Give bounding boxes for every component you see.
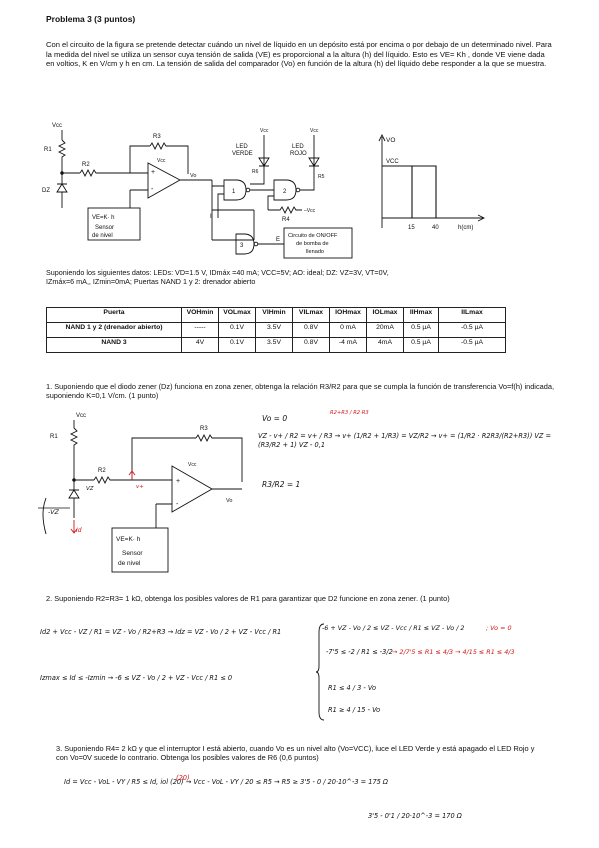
svg-text:VO: VO <box>386 137 395 144</box>
q2-hw-line-1: Id2 + Vcc - VZ / R1 = VZ - Vo / R2+R3 → … <box>40 628 282 636</box>
svg-text:Vcc: Vcc <box>188 462 197 468</box>
svg-text:-: - <box>151 186 154 193</box>
svg-text:DZ: DZ <box>42 188 50 194</box>
given-data: Suponiendo los siguientes datos: LEDs: V… <box>46 268 389 287</box>
resistor-r2 <box>79 168 130 178</box>
sensor-box <box>87 207 141 241</box>
svg-text:v+: v+ <box>136 484 144 490</box>
vcc-label: Vcc <box>52 123 62 129</box>
opamp <box>147 162 181 199</box>
resistor-r1 <box>57 139 67 173</box>
main-circuit-diagram: Vcc R1 R2 DZ R3 + - Vcc Vo VE=K· h Senso… <box>42 123 353 259</box>
q2-hw-line-3: -6 + VZ - Vo / 2 ≤ VZ - Vcc / R1 ≤ VZ - … <box>322 624 465 632</box>
svg-text:R2: R2 <box>82 162 90 168</box>
problem-title: Problema 3 (3 puntos) <box>46 14 136 24</box>
question-1: 1. Suponiendo que el diodo zener (Dz) fu… <box>46 382 555 400</box>
hysteresis-graph: VO VCC 15 40 h(cm) <box>378 133 486 231</box>
question-2: 2. Suponiendo R2=R3= 1 kΩ, obtenga los p… <box>46 594 450 603</box>
q2-brace <box>316 623 325 721</box>
svg-text:Id: Id <box>76 527 82 534</box>
svg-text:E: E <box>276 237 280 243</box>
q3-hw-line-1: Id = Vcc - VoL - VY / R5 ≤ Id, iol (20) … <box>64 778 388 786</box>
table-row: NAND 3 4V 0.1V 3.5V 0.8V -4 mA 4mA 0.5 µ… <box>46 337 506 353</box>
pump-circuit-box <box>283 227 353 259</box>
q2-hw-red-1: ; Vo = 0 <box>486 624 512 632</box>
q2-hw-line-6: R1 ≥ 4 / 15 - Vo <box>328 706 381 714</box>
svg-text:VERDE: VERDE <box>232 151 253 157</box>
svg-text:–Vcc: –Vcc <box>304 208 316 214</box>
svg-text:Vo: Vo <box>190 173 196 179</box>
resistor-r3 <box>149 141 189 174</box>
svg-text:LED: LED <box>292 144 304 150</box>
svg-text:R3: R3 <box>200 426 208 432</box>
svg-text:+: + <box>151 169 155 176</box>
svg-text:R3: R3 <box>153 134 161 140</box>
svg-text:+: + <box>176 478 180 485</box>
q1-hw-line-2: VZ - v+ / R2 = v+ / R3 → v+ (1/R2 + 1/R3… <box>258 432 552 449</box>
svg-text:Vcc: Vcc <box>157 158 166 164</box>
problem-intro: Con el circuito de la figura se pretende… <box>46 40 552 69</box>
svg-text:Vcc: Vcc <box>310 128 319 134</box>
resistor-r4 <box>268 205 302 215</box>
table-header-row: Puerta VOHmin VOLmax VIHmin VILmax IOHma… <box>46 307 506 323</box>
q3-hw-red: (20) <box>176 774 190 782</box>
svg-text:R5: R5 <box>318 174 325 180</box>
q1-hw-red: R2+R3 / R2·R3 <box>330 410 369 416</box>
svg-text:2: 2 <box>283 189 287 195</box>
q1-hw-line-3: R3/R2 = 1 <box>262 480 301 489</box>
svg-text:de nivel: de nivel <box>118 560 141 567</box>
svg-text:-VZ: -VZ <box>48 508 60 516</box>
nand-specs-table: Puerta VOHmin VOLmax VIHmin VILmax IOHma… <box>46 307 506 353</box>
svg-text:R6: R6 <box>252 169 259 175</box>
led-red <box>308 154 320 167</box>
question-3: 3. Suponiendo R4= 2 kΩ y que el interrup… <box>56 744 535 762</box>
q2-hw-line-5: R1 ≤ 4 / 3 - Vo <box>328 684 377 692</box>
svg-text:1: 1 <box>232 189 236 195</box>
q1-hw-line-1: Vo = 0 <box>262 414 288 423</box>
svg-text:VE=K· h: VE=K· h <box>92 215 115 221</box>
zener-dz <box>56 183 68 193</box>
svg-text:VCC: VCC <box>386 159 399 165</box>
q2-hw-line-4: -7'5 ≤ -2 / R1 ≤ -3/2 <box>326 648 393 656</box>
svg-text:-: - <box>176 501 179 508</box>
svg-text:R1: R1 <box>50 434 58 440</box>
svg-text:R4: R4 <box>282 217 290 223</box>
svg-text:R2: R2 <box>98 468 106 474</box>
svg-text:de nivel: de nivel <box>92 233 113 239</box>
svg-text:VE=K· h: VE=K· h <box>116 536 141 543</box>
svg-text:15: 15 <box>408 225 415 231</box>
q1-circuit-diagram: Vcc R1 R2 R3 + - Vcc Vo VE=K· h Sensor d… <box>38 413 243 573</box>
led-green <box>258 154 270 167</box>
svg-text:I: I <box>210 214 212 220</box>
svg-text:de bomba de: de bomba de <box>296 241 329 247</box>
svg-text:Circuito de ON/OFF: Circuito de ON/OFF <box>288 233 338 239</box>
svg-text:Vcc: Vcc <box>76 413 86 419</box>
svg-text:h(cm): h(cm) <box>458 225 473 231</box>
svg-text:Vcc: Vcc <box>260 128 269 134</box>
svg-text:Sensor: Sensor <box>122 550 143 557</box>
q2-hw-line-2: Izmax ≤ Id ≤ -Izmin → -6 ≤ VZ - Vo / 2 +… <box>40 674 233 682</box>
svg-text:Vo: Vo <box>226 498 232 504</box>
svg-text:llenado: llenado <box>306 249 324 255</box>
table-row: NAND 1 y 2 (drenador abierto) ----- 0.1V… <box>46 322 506 338</box>
svg-text:3: 3 <box>240 243 244 249</box>
svg-text:40: 40 <box>432 225 439 231</box>
svg-text:VZ: VZ <box>86 486 94 492</box>
nand-gate-3 <box>235 233 255 255</box>
svg-text:Sensor: Sensor <box>95 225 114 231</box>
q3-hw-line-2: 3'5 - 0'1 / 20·10^-3 = 170 Ω <box>368 812 462 820</box>
svg-text:ROJO: ROJO <box>290 151 307 157</box>
svg-text:LED: LED <box>236 144 248 150</box>
q2-hw-red-2: → 2/7'5 ≤ R1 ≤ 4/3 → 4/15 ≤ R1 ≤ 4/3 <box>392 648 515 656</box>
svg-text:R1: R1 <box>44 147 52 153</box>
